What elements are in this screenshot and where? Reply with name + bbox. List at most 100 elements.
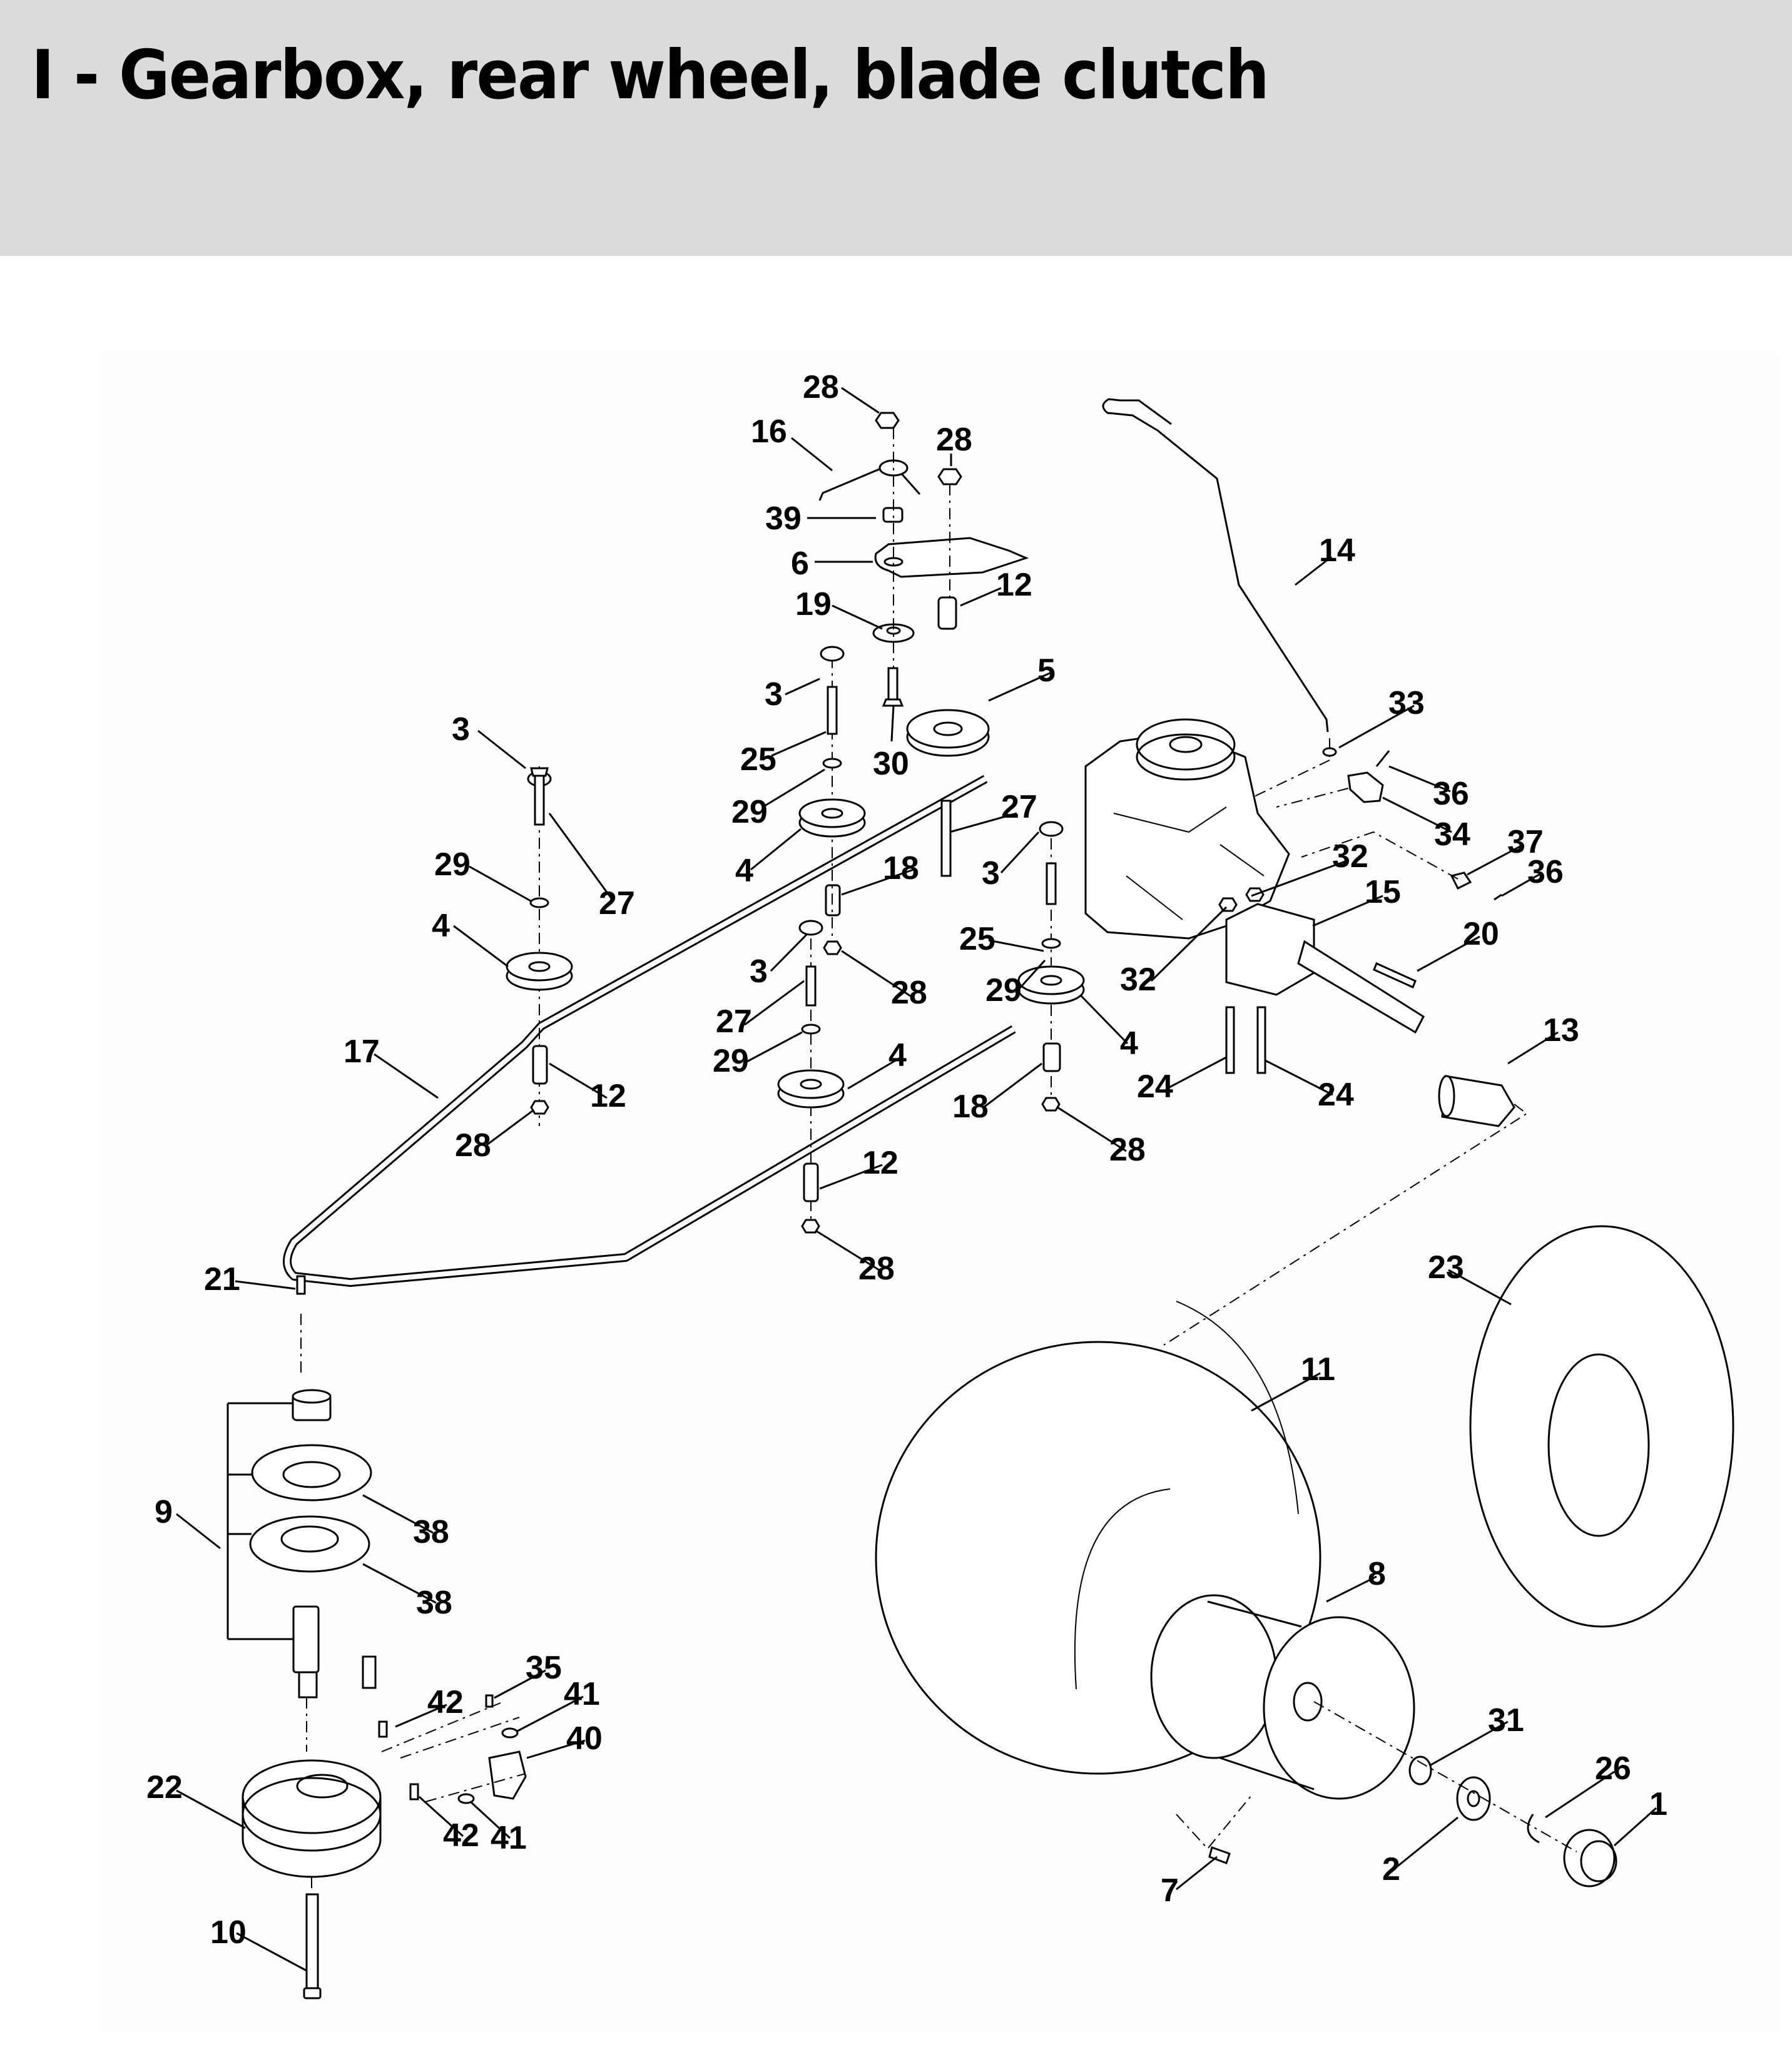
bolt-part <box>882 667 904 707</box>
grommet-part <box>501 1727 519 1739</box>
nut-icon <box>801 1219 820 1234</box>
callout-23: 23 <box>1428 1249 1464 1286</box>
callout-38: 38 <box>413 1514 449 1550</box>
screw-part <box>1375 750 1390 767</box>
callout-34: 34 <box>1434 816 1470 853</box>
callout-29: 29 <box>731 794 768 830</box>
callout-11: 11 <box>1301 1351 1335 1388</box>
connector-part <box>362 1655 377 1689</box>
gearbox[interactable] <box>1084 718 1425 1034</box>
callout-27: 27 <box>1001 789 1037 825</box>
callout-5: 5 <box>1037 653 1056 689</box>
callout-14: 14 <box>1319 532 1355 569</box>
callout-8: 8 <box>1368 1556 1386 1592</box>
callout-39: 39 <box>765 500 802 537</box>
callout-12: 12 <box>996 567 1032 603</box>
spacer-part <box>1042 1042 1061 1072</box>
clutch-disc <box>251 1444 372 1501</box>
valve-stem <box>1208 1846 1231 1864</box>
callout-28: 28 <box>803 369 839 405</box>
nut-icon <box>937 468 962 485</box>
nut-icon <box>875 412 900 429</box>
bolt-part <box>1225 1006 1235 1074</box>
nut-icon <box>1218 897 1238 912</box>
v-idler-pulley[interactable] <box>506 952 573 991</box>
callout-18: 18 <box>883 850 919 886</box>
hub-cap[interactable] <box>1563 1829 1617 1887</box>
callout-28: 28 <box>891 975 927 1011</box>
callout-3: 3 <box>452 711 470 748</box>
callout-41: 41 <box>564 1676 600 1712</box>
callout-24: 24 <box>1318 1077 1354 1113</box>
callout-42: 42 <box>443 1817 479 1854</box>
spacer-part <box>803 1162 819 1202</box>
callout-9: 9 <box>155 1494 173 1530</box>
page-title: I - Gearbox, rear wheel, blade clutch <box>31 36 1270 114</box>
cap-part <box>798 920 823 936</box>
screw-part <box>409 1783 419 1801</box>
callout-19: 19 <box>795 586 832 622</box>
bolt-part <box>940 800 952 877</box>
callout-28: 28 <box>1109 1132 1146 1168</box>
callout-4: 4 <box>432 908 450 944</box>
nut-icon <box>1041 1097 1061 1112</box>
callout-32: 32 <box>1332 838 1368 875</box>
callout-25: 25 <box>959 921 995 957</box>
callout-16: 16 <box>751 414 787 450</box>
callout-12: 12 <box>590 1078 626 1114</box>
callout-13: 13 <box>1543 1012 1579 1049</box>
v-idler-pulley[interactable] <box>798 798 866 838</box>
washer-part <box>822 758 842 769</box>
drive-belt[interactable] <box>283 775 1016 1287</box>
flat-idler-pulley[interactable] <box>906 709 990 757</box>
clutch-shaft <box>292 1605 320 1699</box>
washer-part <box>1408 1755 1432 1785</box>
leader-lines <box>176 387 1657 1972</box>
washer-part <box>801 1023 821 1035</box>
v-idler-pulley[interactable] <box>777 1069 845 1109</box>
callout-28: 28 <box>858 1251 895 1287</box>
clutch-disc <box>249 1515 370 1573</box>
callout-30: 30 <box>873 746 909 782</box>
clip-part <box>485 1694 494 1708</box>
screw-part <box>378 1720 388 1738</box>
inner-tube[interactable] <box>1469 1225 1734 1628</box>
washer-part <box>1322 747 1337 757</box>
bolt-part <box>1046 862 1057 905</box>
callout-37: 37 <box>1507 824 1544 860</box>
rim[interactable] <box>1150 1594 1415 1800</box>
callout-3: 3 <box>750 953 768 990</box>
bolt-part <box>827 686 838 735</box>
bracket-lines <box>227 1402 293 1640</box>
callout-33: 33 <box>1388 685 1425 721</box>
lever-rod[interactable] <box>1102 398 1329 733</box>
callout-7: 7 <box>1161 1872 1179 1909</box>
callout-36: 36 <box>1433 776 1469 812</box>
cap-part <box>820 646 845 662</box>
callout-21: 21 <box>204 1261 240 1298</box>
diagram-panel <box>100 353 1779 2033</box>
callout-32: 32 <box>1120 962 1156 998</box>
callout-29: 29 <box>434 846 471 883</box>
spring-part <box>818 459 921 501</box>
callout-29: 29 <box>713 1043 749 1079</box>
idler-arm-plate <box>874 537 1029 578</box>
bolt-part <box>1256 1006 1266 1074</box>
cap-part <box>1039 821 1064 837</box>
callout-27: 27 <box>599 885 635 922</box>
callout-31: 31 <box>1488 1702 1524 1739</box>
callout-12: 12 <box>862 1145 899 1181</box>
callout-15: 15 <box>1365 874 1401 910</box>
hub-adapter <box>1438 1075 1515 1127</box>
electric-clutch[interactable] <box>242 1759 382 1878</box>
v-idler-pulley[interactable] <box>1017 965 1085 1005</box>
callout-3: 3 <box>765 676 783 713</box>
callout-28: 28 <box>936 422 972 458</box>
callout-27: 27 <box>716 1003 752 1040</box>
bolt-part <box>530 767 549 826</box>
callout-24: 24 <box>1137 1069 1173 1105</box>
callout-42: 42 <box>427 1684 464 1720</box>
callout-4: 4 <box>888 1037 907 1074</box>
callout-4: 4 <box>735 853 753 889</box>
